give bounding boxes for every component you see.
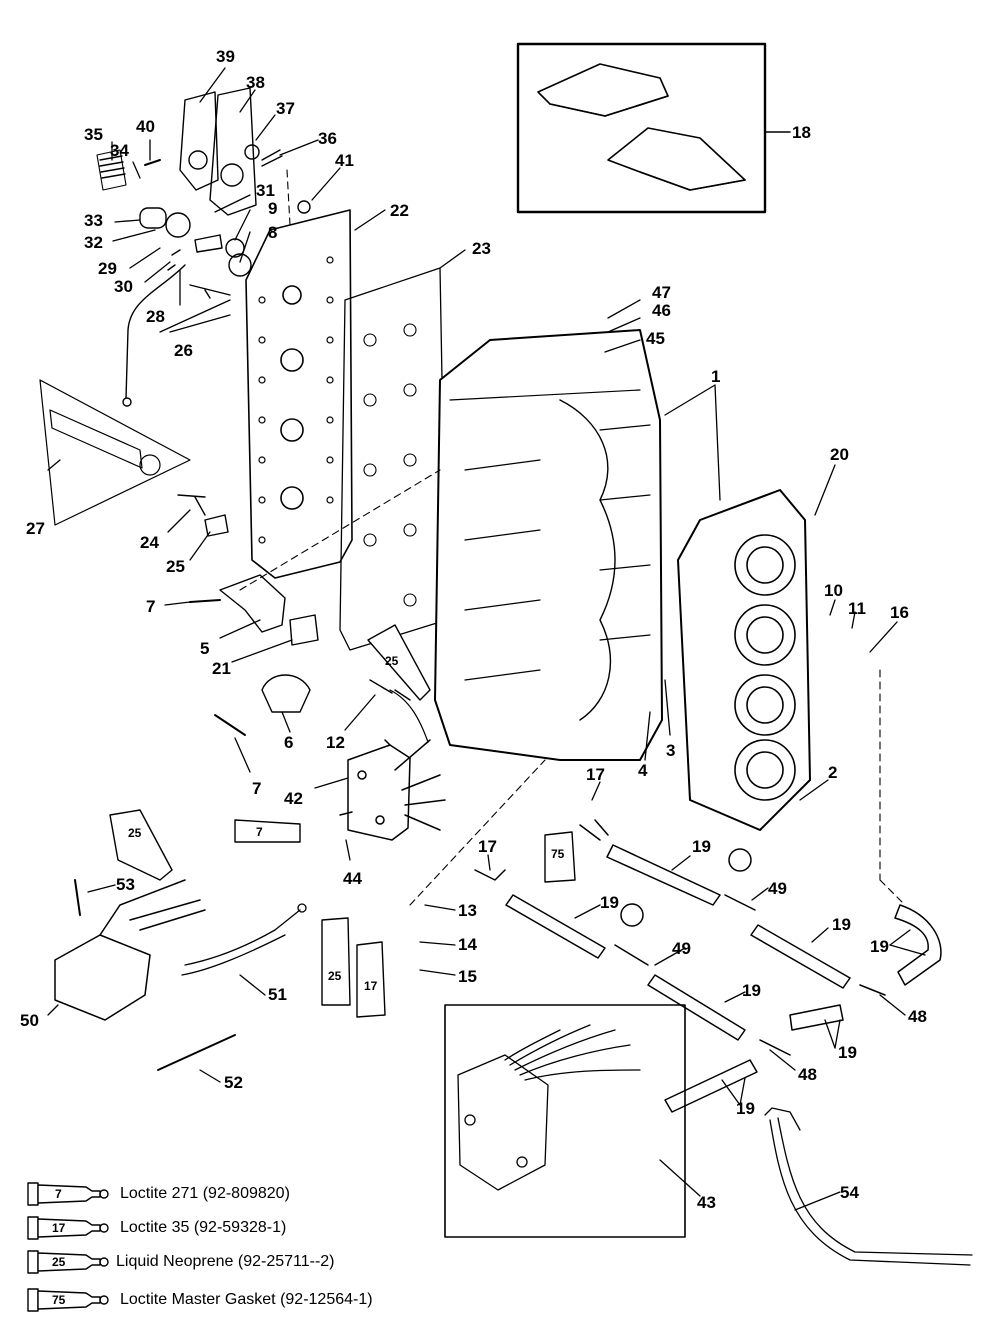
- callout-36: 36: [318, 129, 337, 148]
- harness-inset-box: [444, 1004, 686, 1238]
- cylinder-block: [434, 329, 663, 761]
- callout-8: 8: [268, 223, 278, 242]
- callout-19-e: 19: [742, 981, 761, 1000]
- callout-20: 20: [830, 445, 849, 464]
- callout-1: 1: [711, 367, 721, 386]
- callout-45: 45: [646, 329, 665, 348]
- callout-30: 30: [114, 277, 133, 296]
- callout-27: 27: [26, 519, 45, 538]
- tube-label-7: 7: [256, 825, 263, 839]
- callout-50: 50: [20, 1011, 39, 1030]
- callout-32: 32: [84, 233, 103, 252]
- callout-37: 37: [276, 99, 295, 118]
- tube-label-17: 17: [364, 979, 378, 993]
- tube-label-75: 75: [551, 847, 565, 861]
- callout-17-upper: 17: [586, 765, 605, 784]
- callout-19-c: 19: [832, 915, 851, 934]
- callout-24: 24: [140, 533, 159, 552]
- callout-22: 22: [390, 201, 409, 220]
- callout-42: 42: [284, 789, 303, 808]
- callout-49-upper: 49: [768, 879, 787, 898]
- callout-33: 33: [84, 211, 103, 230]
- exhaust-cover: [245, 209, 353, 579]
- callout-46: 46: [652, 301, 671, 320]
- callout-47: 47: [652, 283, 671, 302]
- cylinder-head: [677, 489, 811, 831]
- callout-29: 29: [98, 259, 117, 278]
- wiring-parts: [157, 903, 307, 1071]
- left-column-parts: [177, 494, 429, 743]
- legend-code-7: 7: [55, 1187, 62, 1201]
- callout-2: 2: [828, 763, 838, 782]
- callout-21: 21: [212, 659, 231, 678]
- legend-text-7: Loctite 271 (92-809820): [120, 1185, 290, 1202]
- callout-11: 11: [848, 599, 866, 618]
- module-50: [54, 879, 206, 1021]
- sensor-wire: [764, 1107, 973, 1266]
- legend-text-25: Liquid Neoprene (92-25711--2): [116, 1253, 335, 1270]
- legend-code-17: 17: [52, 1221, 66, 1235]
- callout-54: 54: [840, 1183, 859, 1202]
- callout-10: 10: [824, 581, 843, 600]
- callout-7-lower: 7: [252, 779, 262, 798]
- module-42: [339, 739, 446, 841]
- callout-6: 6: [284, 733, 294, 752]
- tube-label-25-lower: 25: [328, 969, 342, 983]
- callout-19-a: 19: [692, 837, 711, 856]
- callout-7-upper: 7: [146, 597, 156, 616]
- callout-14: 14: [458, 935, 477, 954]
- deflector-inset-box: [516, 42, 791, 214]
- callout-18: 18: [792, 123, 811, 142]
- callout-19-d: 19: [870, 937, 889, 956]
- callout-39: 39: [216, 47, 235, 66]
- callout-38: 38: [246, 73, 265, 92]
- callout-52: 52: [224, 1073, 243, 1092]
- triangle-inset: [39, 379, 191, 526]
- callout-40: 40: [136, 117, 155, 136]
- tube-label-25-upper: 25: [385, 654, 399, 668]
- callout-12: 12: [326, 733, 345, 752]
- callout-3: 3: [666, 741, 676, 760]
- sealant-tubes: [109, 624, 576, 1018]
- callout-28: 28: [146, 307, 165, 326]
- leader-lines: [47, 67, 926, 1211]
- callout-44: 44: [343, 869, 362, 888]
- callout-53: 53: [116, 875, 135, 894]
- legend-tube-icons: [27, 1182, 109, 1312]
- callout-19-b: 19: [600, 893, 619, 912]
- legend-text-75: Loctite Master Gasket (92-12564-1): [120, 1291, 373, 1308]
- callout-43: 43: [697, 1193, 716, 1212]
- callout-34: 34: [110, 141, 129, 160]
- callout-19-g: 19: [736, 1099, 755, 1118]
- callout-48-lower: 48: [798, 1065, 817, 1084]
- legend-text-17: Loctite 35 (92-59328-1): [120, 1219, 287, 1236]
- exhaust-gasket: [339, 267, 447, 651]
- callout-9: 9: [268, 199, 278, 218]
- callout-19-f: 19: [838, 1043, 857, 1062]
- callout-16: 16: [890, 603, 909, 622]
- callout-23: 23: [472, 239, 491, 258]
- callout-48-upper: 48: [908, 1007, 927, 1026]
- dashed-assembly-lines: [239, 169, 906, 906]
- callout-26: 26: [174, 341, 193, 360]
- callout-4: 4: [638, 761, 648, 780]
- callout-13: 13: [458, 901, 477, 920]
- callout-5: 5: [200, 639, 210, 658]
- legend-code-25: 25: [52, 1255, 66, 1269]
- callout-17-lower: 17: [478, 837, 497, 856]
- upper-left-small-parts: [96, 87, 311, 407]
- water-hoses: [474, 819, 942, 1113]
- tube-label-25-left: 25: [128, 826, 142, 840]
- callout-51: 51: [268, 985, 287, 1004]
- callout-25-left: 25: [166, 557, 185, 576]
- legend-code-75: 75: [52, 1293, 66, 1307]
- callout-49-lower: 49: [672, 939, 691, 958]
- callout-31: 31: [256, 181, 275, 200]
- callout-15: 15: [458, 967, 477, 986]
- callout-35: 35: [84, 125, 103, 144]
- callout-41: 41: [335, 151, 354, 170]
